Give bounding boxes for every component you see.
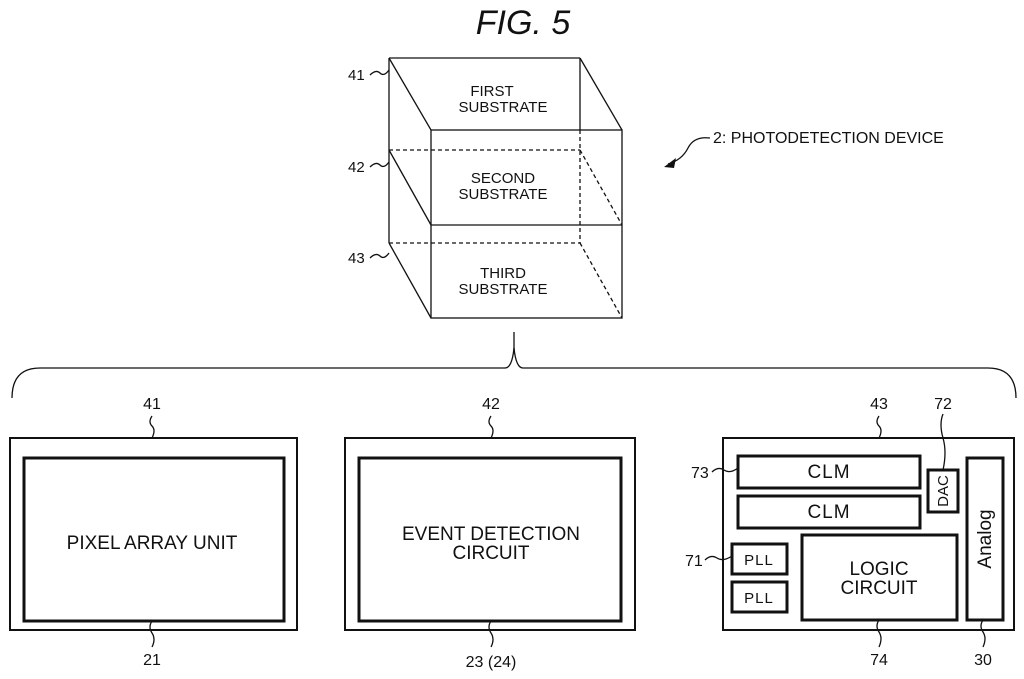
ref-43-panel: 43	[870, 396, 888, 413]
ref-73: 73	[691, 465, 709, 482]
pll-label-1: PLL	[744, 552, 774, 569]
device-label: 2: PHOTODETECTION DEVICE	[713, 130, 944, 147]
layer-label-line2: SUBSTRATE	[459, 281, 548, 298]
layer-third-substrate: THIRD SUBSTRATE	[459, 265, 548, 298]
analog-label: Analog	[975, 509, 996, 568]
ref-42-panel: 42	[482, 396, 500, 413]
layer-label-line1: FIRST	[470, 83, 513, 100]
pll-label-2: PLL	[744, 590, 774, 607]
ref-41-panel: 41	[143, 396, 161, 413]
ref-43-cube: 43	[348, 250, 365, 267]
ref-74: 74	[870, 652, 888, 669]
layer-label-line1: SECOND	[471, 170, 535, 187]
layer-label-line2: SUBSTRATE	[459, 186, 548, 203]
event-detection-label-line2: CIRCUIT	[452, 543, 529, 564]
ref-21: 21	[143, 652, 161, 669]
ref-30: 30	[974, 652, 992, 669]
logic-label-line1: LOGIC	[849, 559, 908, 580]
layer-label-line1: THIRD	[480, 265, 526, 282]
dac-label: DAC	[935, 475, 952, 507]
logic-label-line2: CIRCUIT	[840, 578, 917, 599]
clm-label-1: CLM	[807, 462, 850, 483]
ref-42-cube: 42	[348, 159, 365, 176]
panel-first-substrate: PIXEL ARRAY UNIT 41 21	[10, 396, 297, 669]
figure-title: FIG. 5	[476, 4, 571, 42]
substrate-stack: FIRST SUBSTRATE SECOND SUBSTRATE THIRD S…	[348, 58, 622, 318]
event-detection-label-line1: EVENT DETECTION	[402, 524, 580, 545]
layer-label-line2: SUBSTRATE	[459, 99, 548, 116]
panel-second-substrate: EVENT DETECTION CIRCUIT 42 23 (24)	[345, 396, 635, 671]
ref-41-cube: 41	[348, 67, 365, 84]
ref-23-24: 23 (24)	[466, 654, 517, 671]
ref-72: 72	[934, 396, 952, 413]
clm-label-2: CLM	[807, 502, 850, 523]
layer-second-substrate: SECOND SUBSTRATE	[459, 170, 548, 203]
panel-third-substrate: CLM CLM DAC Analog PLL PLL LOGIC CIRCUIT…	[685, 396, 1014, 669]
pixel-array-unit-label: PIXEL ARRAY UNIT	[67, 533, 238, 554]
arrow-head-icon	[664, 158, 676, 168]
layer-first-substrate: FIRST SUBSTRATE	[459, 83, 548, 116]
brace	[12, 348, 1016, 398]
device-label-group: 2: PHOTODETECTION DEVICE	[664, 130, 944, 168]
ref-71: 71	[685, 553, 703, 570]
